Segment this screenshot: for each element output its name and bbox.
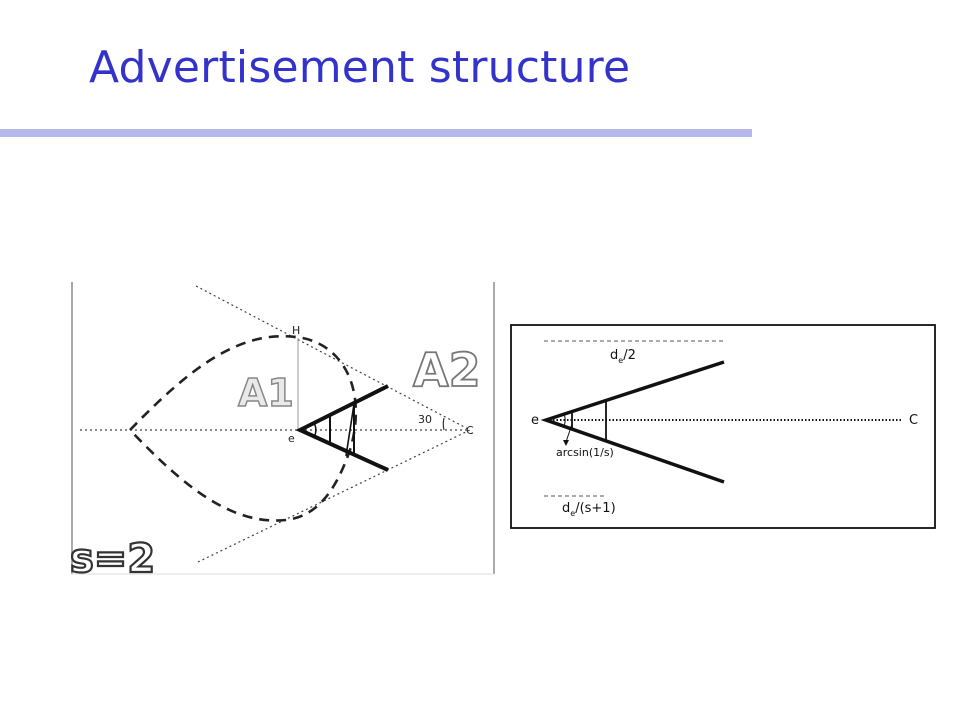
label-de-half: de/2 [610, 348, 636, 365]
label-arcsin: arcsin(1/s) [556, 446, 614, 459]
leaf-outline [128, 334, 358, 522]
label-c: C [466, 424, 474, 437]
label-s: s=2 [70, 536, 155, 576]
label-c-right: C [909, 413, 918, 428]
cone-upper-line [195, 285, 471, 431]
left-diagram: H e C 30 A1 A2 s=2 [69, 282, 495, 576]
slide-title: Advertisement structure [89, 42, 631, 93]
label-a2: A2 [413, 343, 481, 397]
right-frame [510, 324, 936, 529]
label-de-s1: de/(s+1) [562, 501, 616, 518]
arcsin-pointer [565, 423, 573, 443]
label-a1: A1 [238, 371, 294, 415]
right-diagram: e C arcsin(1/s) de/2 de/(s+1) [510, 324, 936, 529]
label-e-right: e [531, 413, 539, 428]
label-e: e [288, 432, 295, 445]
title-underline [0, 129, 752, 137]
label-h: H [292, 324, 300, 337]
angle-arc [442, 417, 445, 431]
label-angle: 30 [418, 413, 432, 426]
v-shape [540, 360, 725, 484]
ray-arrow [345, 403, 355, 457]
apex-arc-right [563, 413, 566, 427]
apex-arc [313, 422, 317, 438]
cone-lower-line [197, 429, 471, 563]
thick-v [295, 384, 389, 472]
arcsin-arrowhead [563, 440, 569, 446]
